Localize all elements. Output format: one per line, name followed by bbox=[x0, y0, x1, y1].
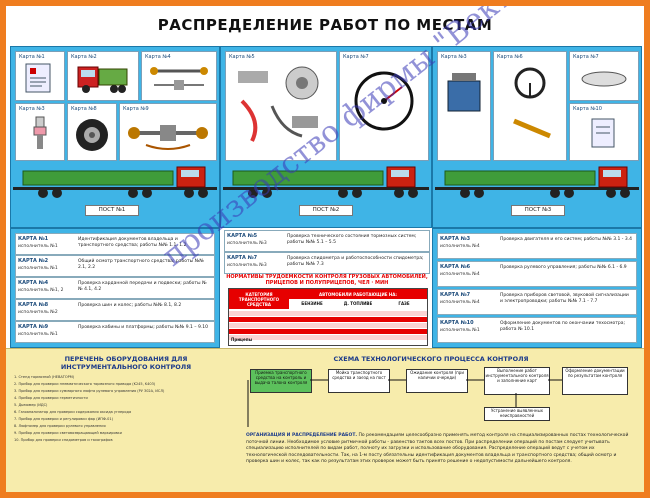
flow-step-2: Мойка транспортного средства и заезд на … bbox=[328, 369, 390, 393]
axle-icon bbox=[126, 113, 210, 156]
documents-icon bbox=[22, 61, 58, 96]
list-item: 5. Дымомер (ИДС) bbox=[14, 403, 48, 407]
card-7: Карта №7 bbox=[339, 51, 429, 161]
card-3-post3: Карта №3 bbox=[437, 51, 491, 161]
card-8: Карта №8 bbox=[67, 103, 117, 161]
card-1: Карта №1 bbox=[15, 51, 65, 101]
post-1-label: ПОСТ №1 bbox=[85, 205, 139, 216]
truck-icon bbox=[74, 61, 132, 96]
list-item: 6. Газоанализатор для проверки содержани… bbox=[14, 410, 132, 414]
list-item: 7. Прибор для проверки и регулировки фар… bbox=[14, 417, 113, 421]
flow-step-5: Оформление документации по результатам к… bbox=[562, 367, 628, 395]
documents-icon bbox=[576, 113, 632, 156]
post-3-label: ПОСТ №3 bbox=[511, 205, 565, 216]
card-7-post3: Карта №7 bbox=[569, 51, 639, 101]
wheel-icon bbox=[74, 113, 110, 156]
organization-title: ОРГАНИЗАЦИЯ И РАСПРЕДЕЛЕНИЕ РАБОТ. bbox=[246, 433, 358, 438]
norm-table: КАТЕГОРИЯ ТРАНСПОРТНОГО СРЕДСТВА АВТОМОБ… bbox=[228, 288, 428, 346]
card-3: Карта №3 bbox=[15, 103, 65, 161]
list-item: 3. Прибор для проверки суммарного люфта … bbox=[14, 389, 165, 393]
card-10: Карта №10 bbox=[569, 103, 639, 161]
spark-plug-icon bbox=[22, 113, 58, 156]
driveshaft-icon bbox=[148, 61, 210, 96]
post-2-panel: Карта №5 Карта №7 ПОСТ №2 bbox=[220, 46, 432, 228]
flow-arrows bbox=[246, 367, 636, 437]
organization-text: ОРГАНИЗАЦИЯ И РАСПРЕДЕЛЕНИЕ РАБОТ. По ре… bbox=[246, 433, 636, 466]
post-1-panel: Карта №1 Карта №2 Карта №4 Карта №3 bbox=[10, 46, 220, 228]
organization-body: По рекомендациям целесообразно применять… bbox=[246, 433, 629, 464]
card-4: Карта №4 bbox=[141, 51, 217, 101]
poster-body: РАСПРЕДЕЛЕНИЕ РАБОТ ПО МЕСТАМ Карта №1 К… bbox=[6, 6, 644, 492]
flow-step-1: Приемка транспортного средства на контро… bbox=[250, 369, 312, 393]
list-item: 1. Стенд тормозной (НЕВАТОРМ) bbox=[14, 375, 75, 379]
list-item: 10. Прибор для проверки спидометров и та… bbox=[14, 438, 113, 442]
headlight-icon bbox=[576, 61, 632, 96]
list-item: 9. Прибор для проверки световозвращающей… bbox=[14, 431, 122, 435]
bottom-section: ПЕРЕЧЕНЬ ОБОРУДОВАНИЯ ДЛЯ ИНСТРУМЕНТАЛЬН… bbox=[6, 348, 644, 492]
speedometer-icon bbox=[346, 61, 422, 156]
truck-trailer-illustration bbox=[223, 165, 429, 205]
post-3-panel: Карта №3 Карта №6 Карта №7 Карта №10 bbox=[432, 46, 642, 228]
truck-trailer-illustration bbox=[435, 165, 639, 205]
post-2-label: ПОСТ №2 bbox=[299, 205, 353, 216]
flow-step-4: Выполнение работ инструментального контр… bbox=[484, 367, 550, 395]
list-item: 8. Люфтомер для проверки рулевого управл… bbox=[14, 424, 106, 428]
page-title: РАСПРЕДЕЛЕНИЕ РАБОТ ПО МЕСТАМ bbox=[157, 16, 493, 34]
flow-step-3: Ожидание контроля (при наличии очереди) bbox=[406, 369, 468, 393]
steering-icon bbox=[500, 61, 560, 156]
equipment-title: ПЕРЕЧЕНЬ ОБОРУДОВАНИЯ ДЛЯ ИНСТРУМЕНТАЛЬН… bbox=[60, 355, 192, 371]
engine-icon bbox=[444, 61, 484, 156]
card-2: Карта №2 bbox=[67, 51, 139, 101]
card-9: Карта №9 bbox=[119, 103, 217, 161]
flow-step-repair: Устранение выявленных неисправностей bbox=[484, 407, 550, 421]
norm-title: НОРМАТИВЫ ТРУДОЕМКОСТИ КОНТРОЛЯ ГРУЗОВЫХ… bbox=[226, 274, 428, 286]
list-item: 2. Прибор для проверки пневматического т… bbox=[14, 382, 156, 386]
card-5: Карта №5 bbox=[225, 51, 337, 161]
truck-trailer-illustration bbox=[13, 165, 217, 205]
scheme-title: СХЕМА ТЕХНОЛОГИЧЕСКОГО ПРОЦЕССА КОНТРОЛЯ bbox=[333, 355, 529, 363]
brake-parts-icon bbox=[232, 61, 330, 156]
list-item: 4. Прибор для проверки герметичности bbox=[14, 396, 88, 400]
card-6: Карта №6 bbox=[493, 51, 567, 161]
